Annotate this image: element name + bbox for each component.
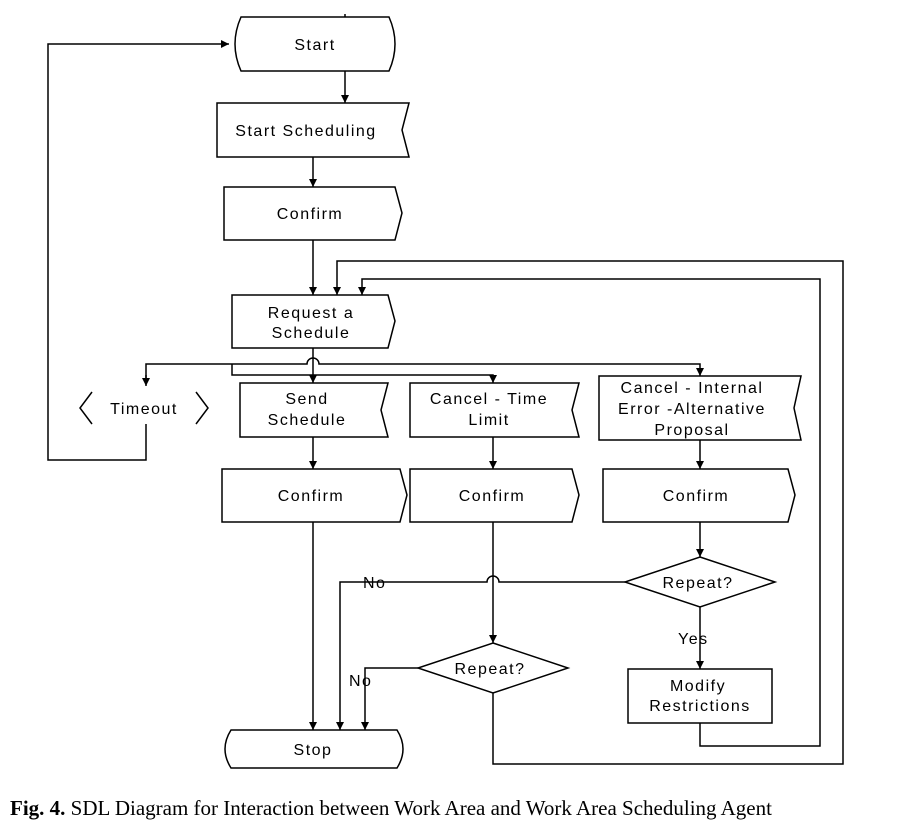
repeat-right-label: Repeat? [663,575,734,592]
timeout-label: Timeout [110,401,178,418]
cancel-time-input-shape [409,382,580,438]
figure-caption: Fig. 4. SDL Diagram for Interaction betw… [10,796,772,821]
send-label-line2: Schedule [268,412,347,429]
confirm-time-label: Confirm [459,488,526,505]
cancel-time-label-line2: Limit [468,412,509,429]
figure-caption-text: SDL Diagram for Interaction between Work… [70,796,772,820]
no-right-edge-label: No [363,575,386,592]
cancel-internal-input-shape [598,375,802,441]
start-state-shape [234,16,396,72]
start-label: Start [294,37,335,54]
request-label-line1: Request a [268,305,354,322]
confirm-send-output-shape [221,468,408,523]
confirm-send-label: Confirm [278,488,345,505]
modify-label-line2: Restrictions [649,698,751,715]
send-schedule-input-shape [239,382,389,438]
confirm-internal-output-shape [602,468,796,523]
figure-caption-label: Fig. 4. [10,796,66,820]
cancel-internal-label-line1: Cancel - Internal [621,380,764,397]
send-label-line1: Send [285,391,328,408]
stop-label: Stop [294,742,333,759]
confirm-top-label: Confirm [277,206,344,223]
connectors [47,14,844,765]
start-scheduling-input-shape [216,102,410,158]
repeat-middle-label: Repeat? [455,661,526,678]
stop-terminal-shape [224,729,404,769]
confirm-internal-label: Confirm [663,488,730,505]
yes-edge-label: Yes [678,631,709,648]
confirm-time-output-shape [409,468,580,523]
sdl-diagram: Start Start Scheduling Confirm Request a… [47,14,844,769]
timeout-timer-shape [79,391,209,425]
cancel-internal-label-line3: Proposal [654,422,729,439]
cancel-time-label-line1: Cancel - Time [430,391,548,408]
confirm-top-output-shape [223,186,403,241]
no-middle-edge-label: No [349,673,372,690]
modify-label-line1: Modify [670,678,726,695]
cancel-internal-label-line2: Error -Alternative [618,401,766,418]
start-scheduling-label: Start Scheduling [235,123,376,140]
request-label-line2: Schedule [272,325,351,342]
